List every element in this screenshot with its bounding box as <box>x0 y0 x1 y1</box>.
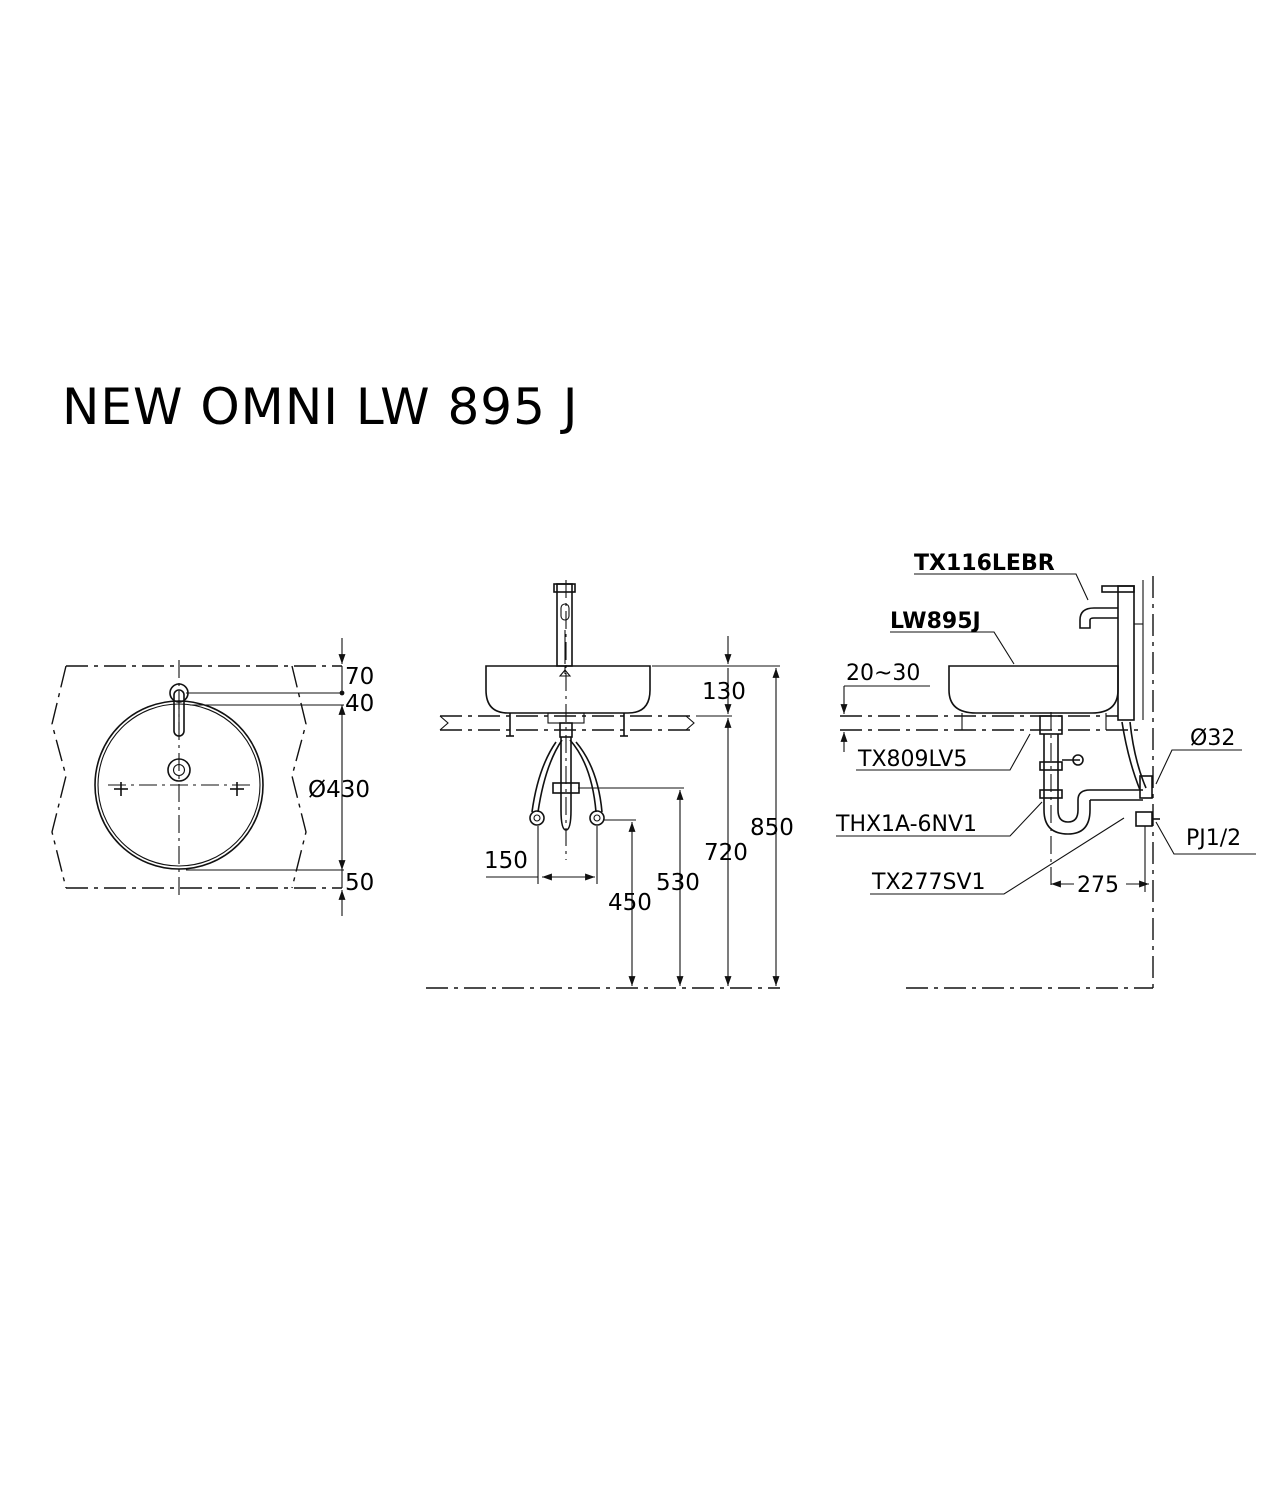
dim-50: 50 <box>345 870 374 896</box>
dim-275: 275 <box>1077 873 1119 898</box>
label-tx116lebr: TX116LEBR <box>914 551 1055 576</box>
label-tx277sv1: TX277SV1 <box>871 870 986 895</box>
label-thx1a-6nv1: THX1A-6NV1 <box>835 812 977 837</box>
mounting-bolt-icon <box>114 782 244 796</box>
dim-diameter-430: Ø430 <box>308 777 370 803</box>
dim-530: 530 <box>656 870 700 896</box>
dim-130: 130 <box>702 679 746 705</box>
dim-counter-thickness: 20~30 <box>846 661 920 686</box>
top-view: 70 40 Ø430 50 <box>51 638 374 916</box>
label-pj1-2: PJ1/2 <box>1186 826 1241 851</box>
faucet-side-icon <box>1079 585 1143 721</box>
trap-front-icon <box>529 722 605 831</box>
label-tx809lv5: TX809LV5 <box>857 747 967 772</box>
dim-70: 70 <box>345 664 374 690</box>
dim-450: 450 <box>608 890 652 916</box>
label-pipe-diameter-32: Ø32 <box>1190 726 1235 751</box>
trap-side-icon <box>1039 715 1160 835</box>
dim-720: 720 <box>704 840 748 866</box>
faucet-icon <box>553 583 576 667</box>
basin-front <box>485 665 651 714</box>
dim-150: 150 <box>484 848 528 874</box>
dim-850: 850 <box>750 815 794 841</box>
side-view: 20~30 275 <box>835 551 1256 989</box>
drain-icon <box>167 758 191 782</box>
dim-40: 40 <box>345 691 374 717</box>
drawing-title: NEW OMNI LW 895 J <box>62 378 579 436</box>
front-view: 150 130 850 720 530 450 <box>426 580 794 989</box>
label-lw895j: LW895J <box>890 609 981 634</box>
basin-side <box>948 665 1119 714</box>
